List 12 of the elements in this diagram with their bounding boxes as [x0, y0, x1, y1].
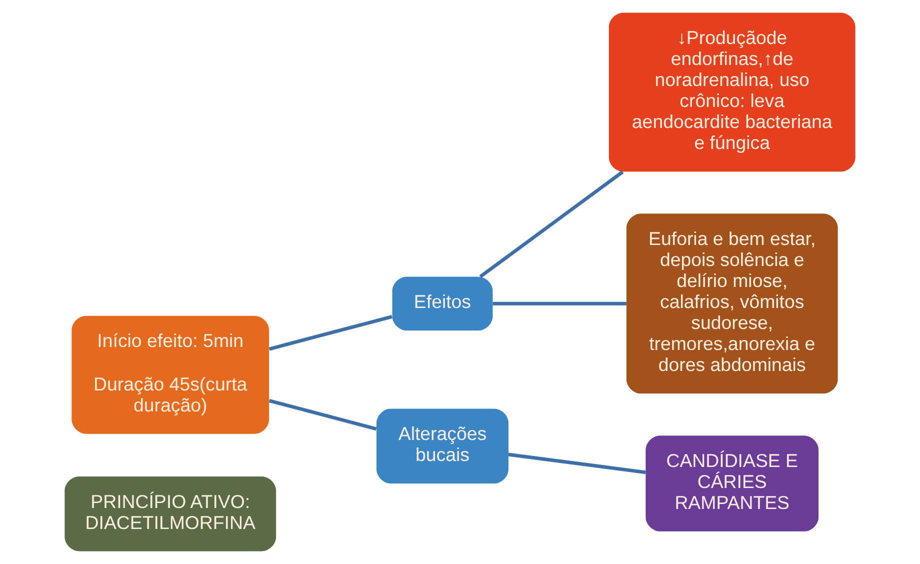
connector [268, 314, 392, 351]
node-box: Alterações bucais [376, 408, 508, 484]
node-box: ↓Produçãode endorfinas,↑de noradrenalina, uso crônico: leva aendocardite bacteriana e fúngica [608, 12, 856, 172]
connector [492, 302, 626, 306]
node-box: PRINCÍPIO ATIVO: DIACETILMORFINA [64, 476, 276, 552]
node-box: CANDÍDIASE E CÁRIES RAMPANTES [646, 436, 819, 532]
connector [268, 398, 377, 431]
node-box: Euforia e bem estar, depois solência e delírio miose, calafrios, vômitos sudorese, tremores,anorexia e dores abdominais [626, 214, 838, 394]
node-box: Início efeito: 5min Duração 45s(curta duração) [72, 316, 270, 434]
connector [479, 170, 624, 278]
connector [508, 452, 646, 474]
node-box: Efeitos [392, 276, 493, 330]
